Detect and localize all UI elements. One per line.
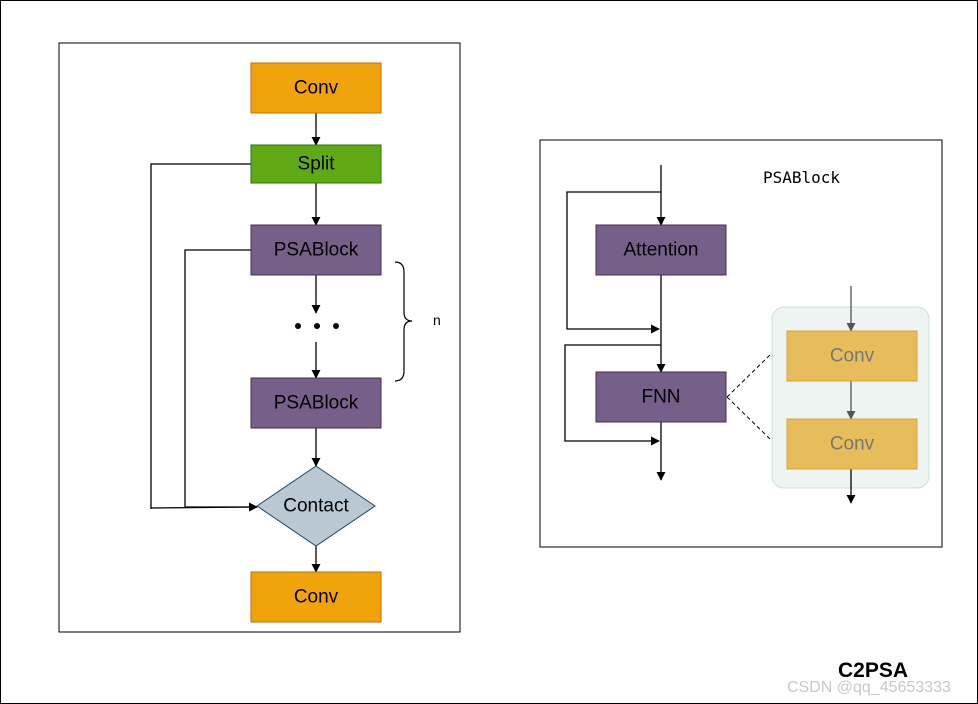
node-psablock-2: PSABlock <box>250 377 382 429</box>
node-fnn-label: FNN <box>641 387 680 408</box>
node-psablock-1-label: PSABlock <box>274 240 359 261</box>
figure-caption: C2PSA <box>838 659 908 682</box>
node-conv-top: Conv <box>250 62 382 114</box>
node-psablock-1: PSABlock <box>250 224 382 276</box>
node-attention-label: Attention <box>624 240 699 261</box>
fnn-detail-connector-bottom <box>726 396 773 442</box>
node-psablock-2-label: PSABlock <box>274 393 359 414</box>
node-fnn-conv-1: Conv <box>786 330 918 382</box>
edge-attention-residual <box>566 191 661 334</box>
right-panel-title: PSABlock <box>763 168 840 187</box>
node-fnn-conv-2: Conv <box>786 418 918 470</box>
edge-split-skip-join <box>150 506 258 509</box>
node-fnn-conv-1-label: Conv <box>830 346 875 367</box>
repeat-label: n <box>433 312 441 328</box>
node-conv-bottom-label: Conv <box>294 587 339 608</box>
fnn-detail-connector-top <box>726 352 773 398</box>
node-contact: Contact <box>256 465 376 547</box>
repeat-brace <box>394 261 413 382</box>
ellipsis-dots <box>295 323 339 329</box>
node-conv-bottom: Conv <box>250 571 382 623</box>
edge-fnn-residual <box>564 344 661 446</box>
node-attention: Attention <box>595 224 727 276</box>
node-split: Split <box>250 144 382 184</box>
node-fnn-conv-2-label: Conv <box>830 434 875 455</box>
node-fnn: FNN <box>595 371 727 423</box>
left-panel-frame <box>58 42 461 633</box>
node-contact-label: Contact <box>283 496 349 517</box>
watermark: CSDN @qq_45653333 <box>787 679 951 696</box>
node-split-label: Split <box>298 154 336 175</box>
node-conv-top-label: Conv <box>294 78 339 99</box>
edge-split-skip <box>150 163 251 509</box>
